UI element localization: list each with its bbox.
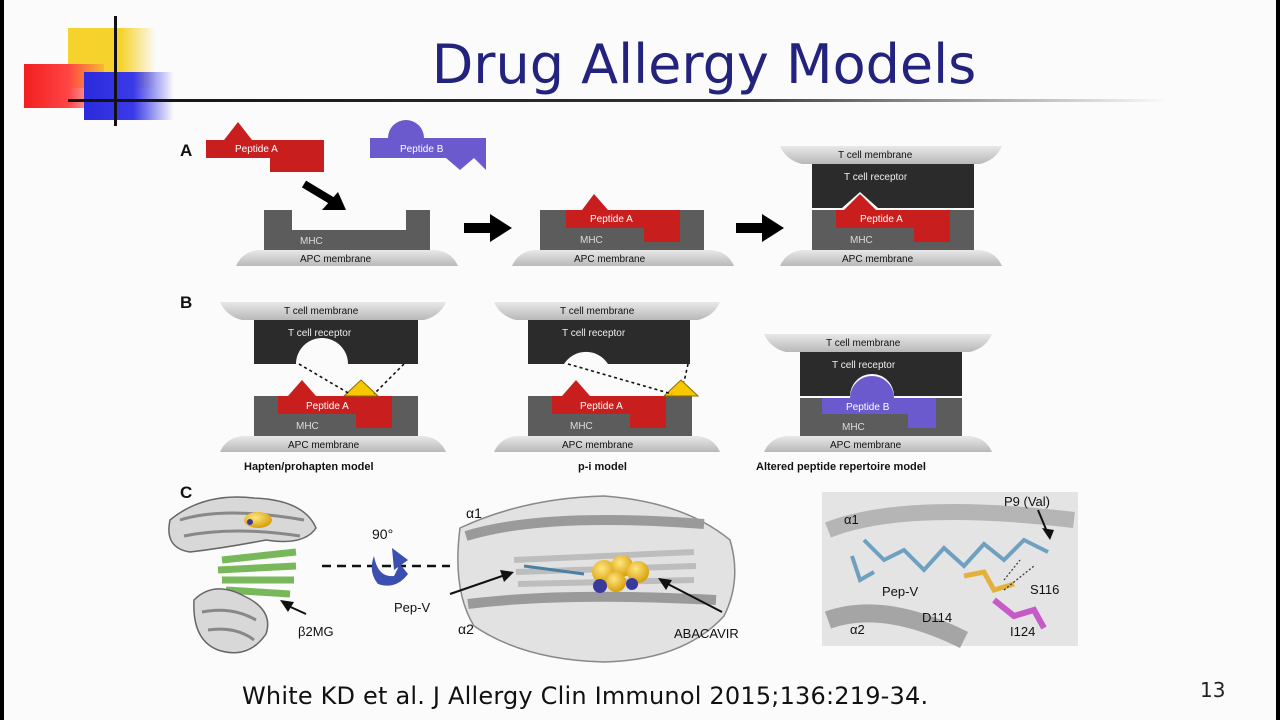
rotation-marker: 90°	[322, 526, 450, 586]
alpha2-label: α2	[458, 621, 474, 637]
hapten-t-cell-membrane-label: T cell membrane	[284, 306, 359, 317]
peptide-a-label-3: Peptide A	[860, 214, 903, 225]
hapten-t-cell-receptor-label: T cell receptor	[288, 328, 352, 339]
detail-alpha1-label: α1	[844, 512, 859, 527]
empty-mhc: MHC APC membrane	[236, 210, 458, 266]
pi-t-cell-receptor-label: T cell receptor	[562, 328, 626, 339]
diagonal-arrow-icon	[301, 180, 346, 210]
right-arrow-icon-2	[736, 214, 784, 242]
altered-peptide-model: T cell membrane T cell receptor Peptide …	[756, 334, 992, 473]
b2mg-label: β2MG	[298, 624, 334, 639]
pep-v-label: Pep-V	[394, 600, 430, 615]
i124-label: I124	[1010, 624, 1035, 639]
hla-side-view: β2MG	[168, 496, 334, 654]
free-peptide-a-label: Peptide A	[235, 144, 278, 155]
title-divider	[68, 99, 1168, 102]
slide: Drug Allergy Models A Peptide A Peptide …	[4, 0, 1276, 720]
panel-a-label: A	[180, 141, 192, 160]
apr-t-cell-receptor-label: T cell receptor	[832, 360, 896, 371]
free-peptide-b: Peptide B	[370, 120, 486, 170]
apc-membrane-label-3: APC membrane	[842, 254, 914, 265]
free-peptide-b-label: Peptide B	[400, 144, 444, 155]
pi-apc-membrane-label: APC membrane	[562, 440, 634, 451]
peptide-a-label-2: Peptide A	[590, 214, 633, 225]
page-number: 13	[1200, 678, 1226, 702]
pi-t-cell-membrane-label: T cell membrane	[560, 306, 635, 317]
pi-peptide-label: Peptide A	[580, 401, 623, 412]
citation: White KD et al. J Allergy Clin Immunol 2…	[242, 682, 929, 710]
abacavir-label: ABACAVIR	[674, 626, 739, 641]
b2mg-sheet	[217, 548, 297, 598]
d114-label: D114	[922, 610, 952, 625]
panel-c-label: C	[180, 483, 192, 502]
apr-apc-membrane-label: APC membrane	[830, 440, 902, 451]
tcr-mhc-complex: T cell membrane T cell receptor Peptide …	[780, 146, 1002, 266]
rotate-arrow-icon	[371, 556, 408, 586]
pi-mhc-label: MHC	[570, 421, 593, 432]
hapten-mhc-label: MHC	[296, 421, 319, 432]
p9-val-label: P9 (Val)	[1004, 494, 1050, 509]
deco-vertical-line	[114, 16, 117, 126]
s116-label: S116	[1030, 582, 1059, 597]
apr-model-caption: Altered peptide repertoire model	[756, 461, 926, 473]
hapten-peptide-label: Peptide A	[306, 401, 349, 412]
alpha1-label: α1	[466, 505, 482, 521]
apc-membrane-label-1: APC membrane	[300, 254, 372, 265]
t-cell-receptor-label-a: T cell receptor	[844, 172, 908, 183]
panel-b-label: B	[180, 293, 192, 312]
t-cell-membrane-label-a: T cell membrane	[838, 150, 913, 161]
slide-title: Drug Allergy Models	[431, 33, 977, 96]
hapten-apc-membrane-label: APC membrane	[288, 440, 360, 451]
hapten-model-caption: Hapten/prohapten model	[244, 461, 374, 473]
hla-top-view: α1 α2 Pep-V ABACAVIR	[394, 495, 739, 663]
free-peptide-a: Peptide A	[206, 122, 324, 172]
apc-membrane-label-2: APC membrane	[574, 254, 646, 265]
deco-blue-square	[84, 72, 174, 120]
detail-alpha2-label: α2	[850, 622, 865, 637]
binding-detail: α1 α2 P9 (Val) Pep-V S116 D114 I124	[822, 492, 1078, 649]
apr-mhc-label: MHC	[842, 422, 865, 433]
apr-t-cell-membrane-label: T cell membrane	[826, 338, 901, 349]
apr-peptide-label: Peptide B	[846, 402, 890, 413]
right-arrow-icon	[464, 214, 512, 242]
mhc-label-3: MHC	[850, 235, 873, 246]
detail-pep-v-label: Pep-V	[882, 584, 918, 599]
pi-model-caption: p-i model	[578, 461, 627, 473]
figure: A Peptide A Peptide B MHC APC membrane	[168, 120, 1078, 663]
mhc-label-2: MHC	[580, 235, 603, 246]
mhc-with-peptide-a: Peptide A MHC APC membrane	[512, 194, 734, 266]
hapten-model: T cell membrane T cell receptor Peptide …	[220, 302, 446, 473]
abacavir-spheres	[592, 555, 649, 593]
rotation-label: 90°	[372, 526, 393, 542]
empty-mhc-label: MHC	[300, 236, 323, 247]
p-i-model: T cell membrane T cell receptor Peptide …	[494, 302, 720, 473]
